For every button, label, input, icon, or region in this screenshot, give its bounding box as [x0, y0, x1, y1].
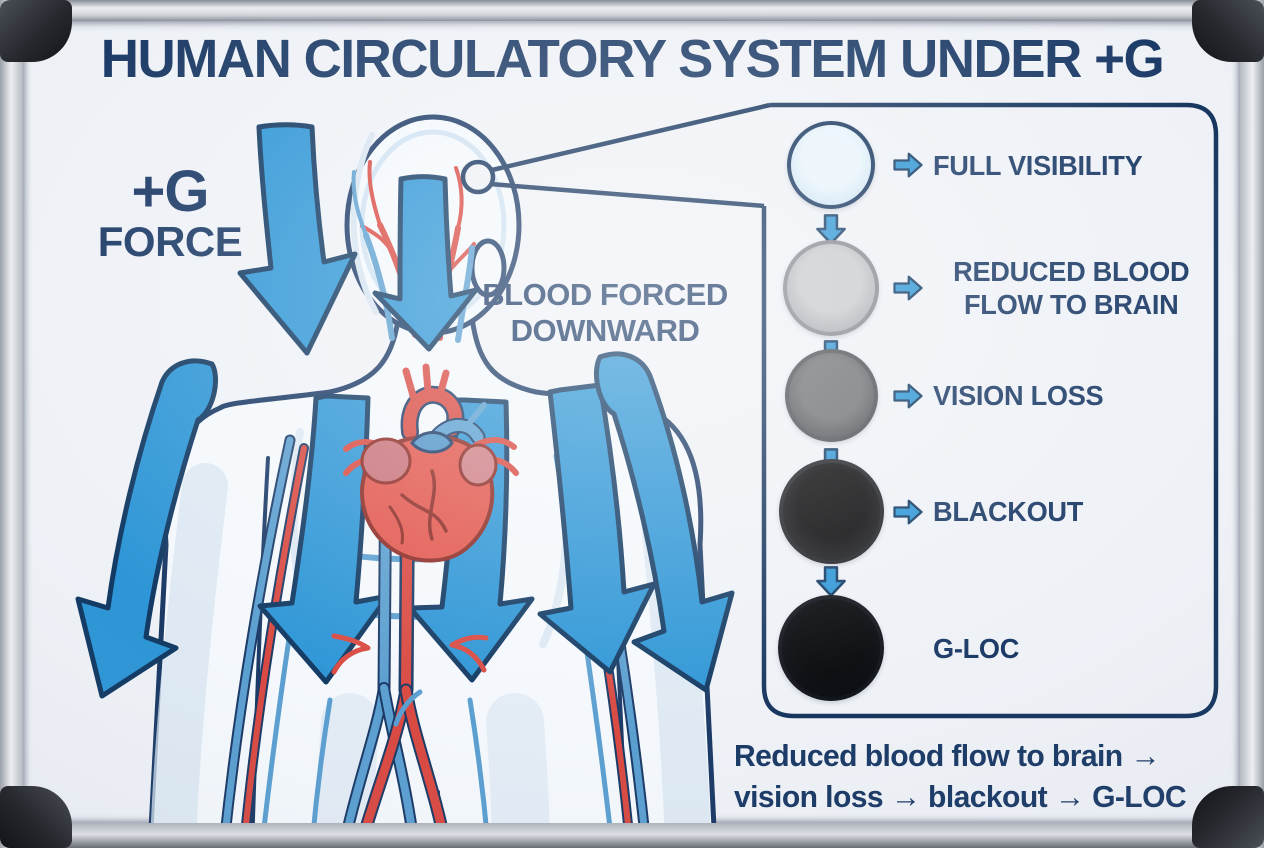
frame-corner-cap	[1192, 786, 1264, 848]
vision-stage-circle	[787, 121, 875, 209]
g-force-symbol: +G	[131, 159, 210, 224]
g-force-label: +G FORCE	[95, 159, 245, 265]
vision-panel-outline	[761, 102, 1219, 719]
heart-illustration	[343, 363, 519, 563]
vision-stage-circle	[784, 349, 878, 442]
down-arrow-icon	[816, 214, 846, 245]
left-arc-arrow	[75, 358, 218, 699]
vision-stage-row-blackout: BLACKOUT	[775, 459, 1088, 564]
vision-stage-label: G-LOC	[933, 632, 1020, 664]
vision-stage-label: REDUCED BLOOD FLOW TO BRAIN	[953, 256, 1190, 320]
right-arrow-icon	[893, 383, 923, 408]
eye-callout	[460, 102, 771, 209]
vision-stage-row-full-visibility: FULL VISIBILITY	[775, 121, 1149, 209]
frame-bottom	[0, 823, 1264, 848]
callout-line-top	[491, 102, 771, 173]
right-arc-arrow	[594, 351, 735, 693]
vision-stage-label: VISION LOSS	[933, 380, 1104, 411]
g-force-word: FORCE	[97, 218, 243, 265]
frame-top	[0, 0, 1264, 21]
vision-stage-circle	[783, 240, 879, 336]
vision-stage-row-reduced-flow: REDUCED BLOOD FLOW TO BRAIN	[775, 240, 1218, 336]
vision-stage-row-vision-loss: VISION LOSS	[775, 349, 1109, 442]
summary-line-2: vision loss → blackout → G-LOC	[734, 779, 1187, 814]
head-arrow	[372, 174, 479, 352]
vision-stage-circle	[778, 459, 884, 564]
vision-stage-label: FULL VISIBILITY	[933, 149, 1143, 181]
frame-right	[1240, 0, 1264, 848]
frame-left	[0, 0, 23, 848]
down-arrow-icon	[816, 566, 846, 597]
page-title: HUMAN CIRCULATORY SYSTEM UNDER +G	[100, 29, 1165, 89]
summary-line-1: Reduced blood flow to brain →	[734, 738, 1160, 773]
vision-stage-circle	[778, 595, 884, 701]
vision-stage-label: BLACKOUT	[933, 496, 1084, 527]
right-arrow-icon	[893, 499, 923, 524]
right-arrow-icon	[893, 275, 923, 301]
vision-stage-row-g-loc: G-LOC	[775, 595, 1022, 701]
summary-text: Reduced blood flow to brain → vision los…	[734, 735, 1187, 817]
eye-callout-circle	[460, 159, 496, 195]
blood-forced-downward-label: BLOOD FORCED DOWNWARD	[482, 277, 728, 348]
right-arrow-icon	[893, 152, 923, 178]
callout-line-bottom	[489, 181, 765, 209]
torso-arrow-right	[537, 382, 657, 675]
g-force-arrow	[237, 122, 358, 356]
